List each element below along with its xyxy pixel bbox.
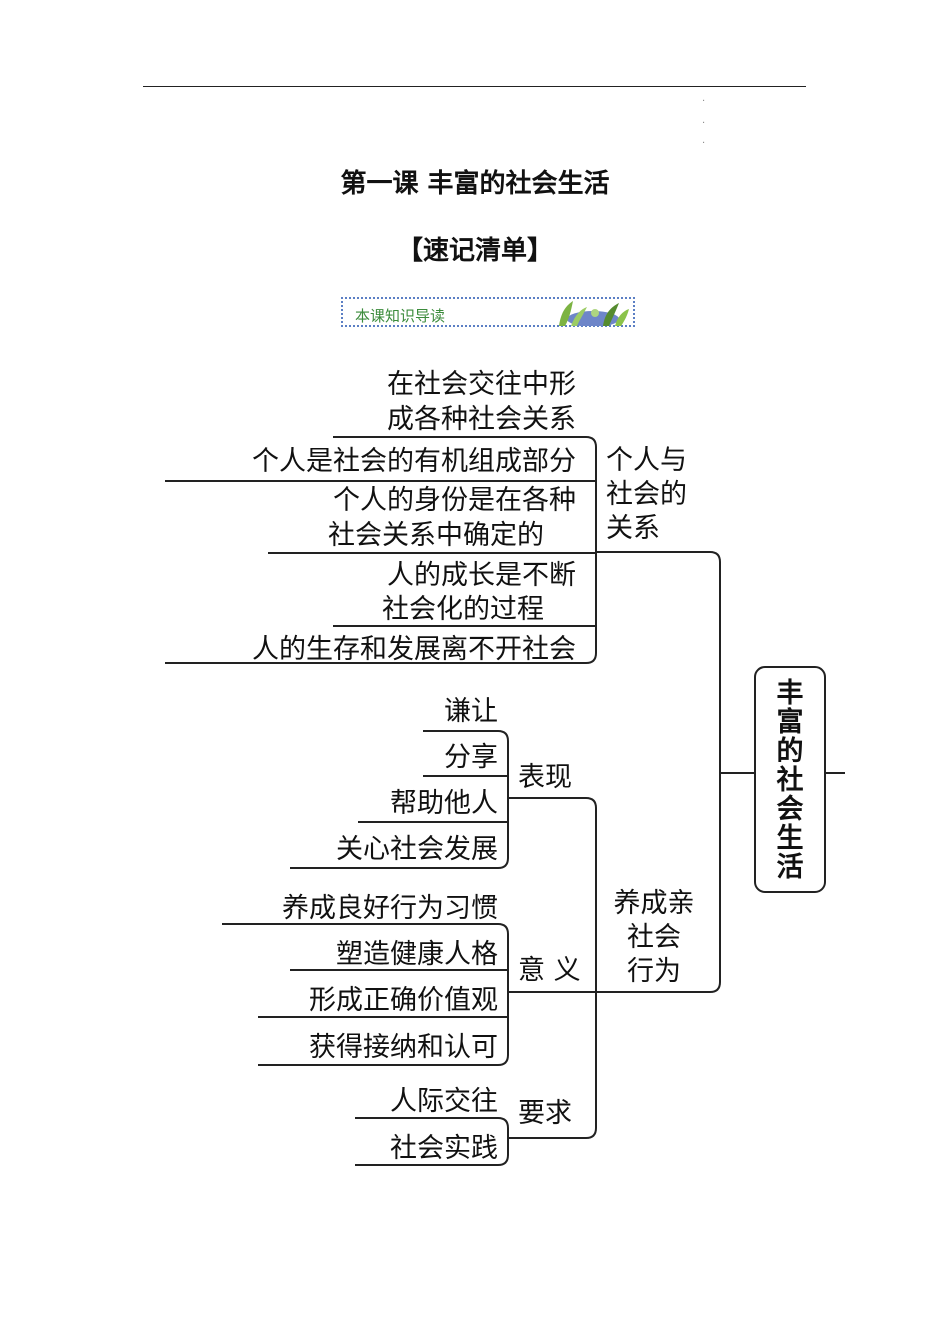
group-item: 分享: [444, 742, 498, 773]
point-text: 成各种社会关系: [387, 404, 576, 435]
root-label: 丰 富 的 社 会 生 活: [777, 678, 804, 883]
group-item: 获得接纳和认可: [309, 1032, 498, 1063]
branch1-label: 关系: [606, 513, 660, 544]
group-item: 社会实践: [390, 1133, 498, 1164]
point-text: 人的成长是不断: [387, 560, 576, 591]
lesson-title: 第一课 丰富的社会生活: [340, 169, 610, 199]
root-char: 的: [777, 735, 804, 767]
point-text: 在社会交往中形: [387, 369, 576, 400]
group-item: 塑造健康人格: [336, 939, 498, 970]
header-rule: [143, 86, 806, 87]
point-text: 个人是社会的有机组成部分: [252, 446, 576, 477]
leaf-decoration-icon: [559, 301, 629, 326]
guide-banner: 本课知识导读: [341, 297, 635, 327]
branch2-label: 养成亲: [614, 888, 695, 919]
point-text: 社会关系中确定的: [328, 520, 544, 551]
branch1-label: 个人与: [606, 445, 687, 476]
root-char: 富: [777, 706, 804, 738]
branch2-label: 社会: [627, 922, 681, 953]
group-item: 养成良好行为习惯: [282, 893, 498, 924]
root-char: 丰: [777, 678, 804, 709]
group-item: 帮助他人: [390, 788, 498, 819]
root-bracket: [596, 551, 721, 993]
branch2-label: 行为: [627, 956, 681, 987]
point-text: 人的生存和发展离不开社会: [252, 634, 576, 665]
point-text: 社会化的过程: [382, 594, 544, 625]
branch2-bracket: [508, 797, 597, 1139]
group-label: 要求: [518, 1098, 572, 1129]
group-item: 谦让: [444, 696, 498, 727]
banner-label: 本课知识导读: [355, 307, 446, 325]
group-label: 意 义: [518, 955, 581, 986]
root-char: 活: [777, 852, 804, 883]
root-char: 社: [777, 764, 804, 796]
speck: ·: [702, 96, 706, 107]
branch1-bracket: [585, 436, 597, 664]
group-item: 形成正确价值观: [309, 985, 498, 1016]
group3-bracket: [497, 1117, 509, 1166]
group-label: 表现: [518, 762, 572, 793]
group-item: 人际交往: [390, 1086, 498, 1117]
speck: ·: [702, 118, 706, 129]
root-char: 会: [777, 794, 804, 825]
group-item: 关心社会发展: [336, 834, 498, 865]
speck: ·: [702, 138, 706, 149]
root-char: 生: [777, 823, 804, 854]
root-box: [754, 666, 826, 893]
group1-bracket: [497, 730, 509, 869]
section-title: 【速记清单】: [396, 236, 553, 266]
point-text: 个人的身份是在各种: [333, 485, 576, 516]
group2-bracket: [497, 923, 509, 1066]
branch1-label: 社会的: [606, 479, 687, 510]
